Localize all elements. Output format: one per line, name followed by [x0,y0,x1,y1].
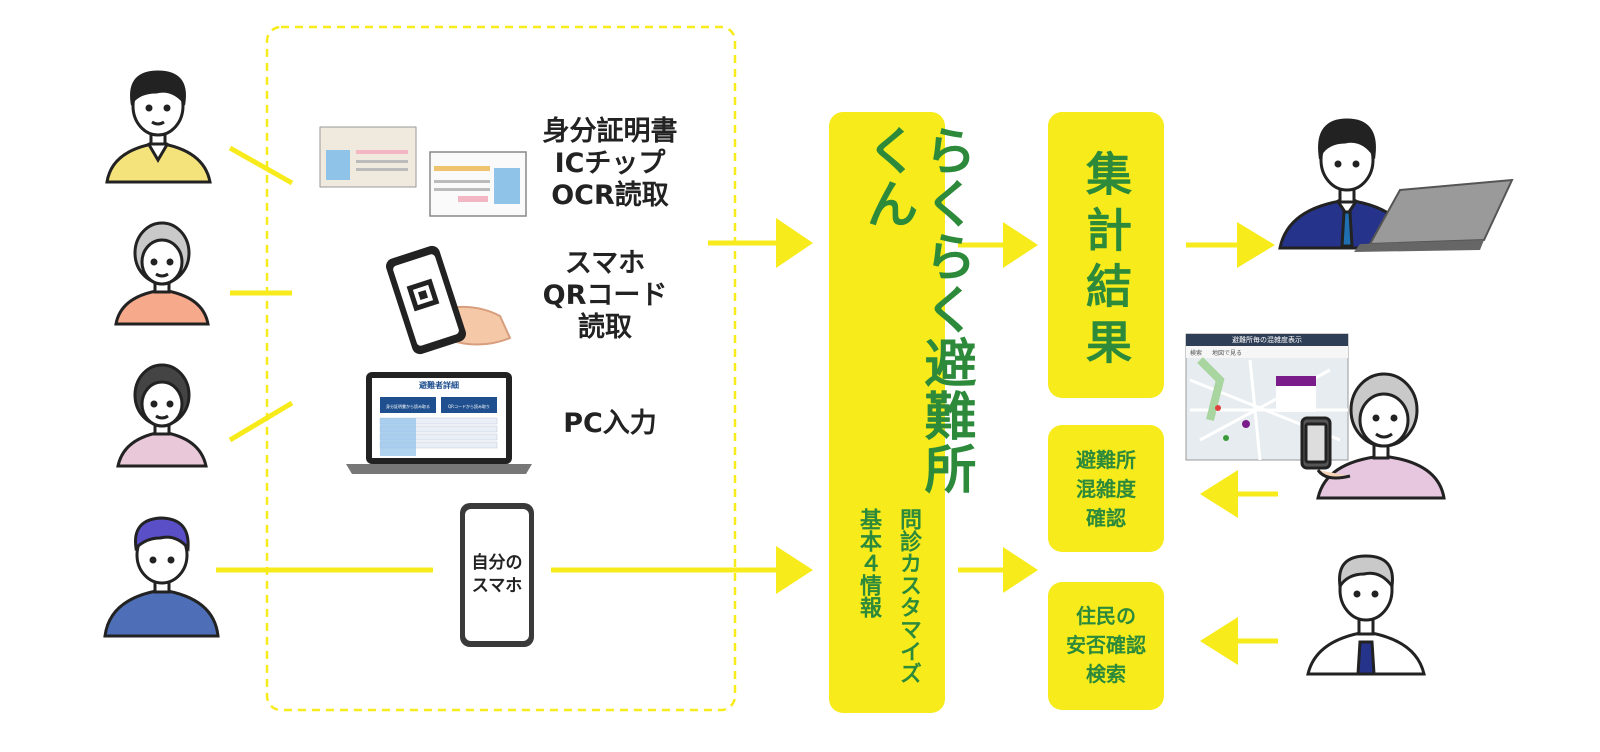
laptop-btn-qr: QRコードから読み取り [448,404,490,409]
safety-box [1048,582,1164,710]
system-sub-customize: 問診カスタマイズ [896,508,921,684]
arrow-to-admin [1186,222,1275,268]
qr-phone-icon [386,245,512,355]
resident-person-icon [1300,372,1446,500]
person-icon [103,516,220,638]
staff-person-icon [1306,554,1426,676]
id-card-ocr-label: 身分証明書 ICチップ OCR読取 [542,116,678,211]
system-box [829,112,945,713]
arrow-to-summary [958,222,1038,268]
person-icon [114,221,210,326]
input-region-frame [265,25,737,712]
safety-label: 住民の 安否確認 検索 [1066,604,1146,686]
own-phone-label: 自分の スマホ [471,553,523,596]
qr-read-label: スマホ QRコード 読取 [542,248,668,343]
map-panel [1185,333,1349,461]
own-phone-icon [460,503,534,647]
id-card-icon [319,126,527,217]
summary-box [1048,112,1164,398]
arrow-to-system-top [708,218,813,268]
summary-label: 集計結果 [1079,150,1133,374]
congestion-box [1048,425,1164,552]
map-panel-title: 避難所毎の混雑度表示 [1232,336,1302,344]
arrow-to-system-bottom [776,546,813,594]
connector-line [228,145,294,186]
map-panel-tab-map: 地図で見る [1212,350,1243,357]
system-sub-basic-info: 基本４情報 [856,508,881,618]
arrow-from-staff [1200,617,1278,665]
admin-laptop-icon [1354,178,1514,252]
arrow-from-resident [1200,470,1278,518]
system-name: らくらく避難所くん [857,124,975,495]
arrow-to-outputs [958,547,1038,593]
laptop-screen-title: 避難者詳細 [419,381,459,390]
map-panel-tab-search: 検索 [1190,350,1203,357]
pc-input-label: PC入力 [563,408,657,439]
person-icon [105,70,212,184]
laptop-btn-id: 身分証明書から読み取る [386,404,430,409]
laptop-icon [346,372,532,474]
congestion-label: 避難所 混雑度 確認 [1076,448,1136,530]
person-icon [116,363,208,468]
connector-line [228,400,294,443]
